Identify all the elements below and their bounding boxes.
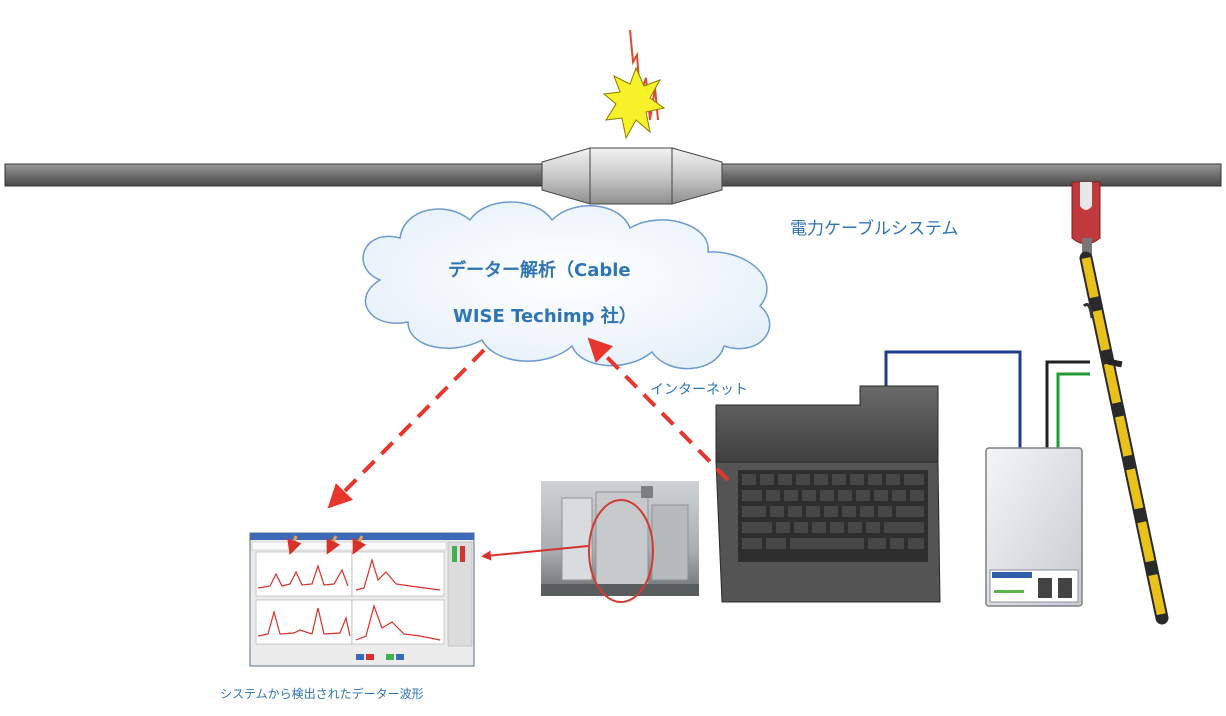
laptop <box>715 385 941 603</box>
photo-to-waveform-arrow <box>481 545 589 561</box>
cloud-title-line1: データー解析（Cable <box>448 260 631 281</box>
internet-label: インターネット <box>650 382 748 398</box>
cable-joint <box>541 147 723 205</box>
sensor-cables <box>884 350 1090 450</box>
cable-system-label: 電力ケーブルシステム <box>790 219 959 239</box>
measurement-unit <box>985 447 1083 607</box>
hot-stick <box>1071 181 1169 625</box>
discharge-spark-icon <box>602 29 666 140</box>
waveform-caption: システムから検出されたデーター波形 <box>220 687 424 701</box>
analysis-cloud <box>362 201 771 370</box>
cloud-to-waveform-arrow <box>327 348 486 509</box>
cloud-title-line2: WISE Techimp 社） <box>453 306 637 327</box>
waveform-window <box>249 532 475 667</box>
laptop-to-cloud-arrow <box>587 337 730 482</box>
transformer-photo <box>541 481 699 603</box>
